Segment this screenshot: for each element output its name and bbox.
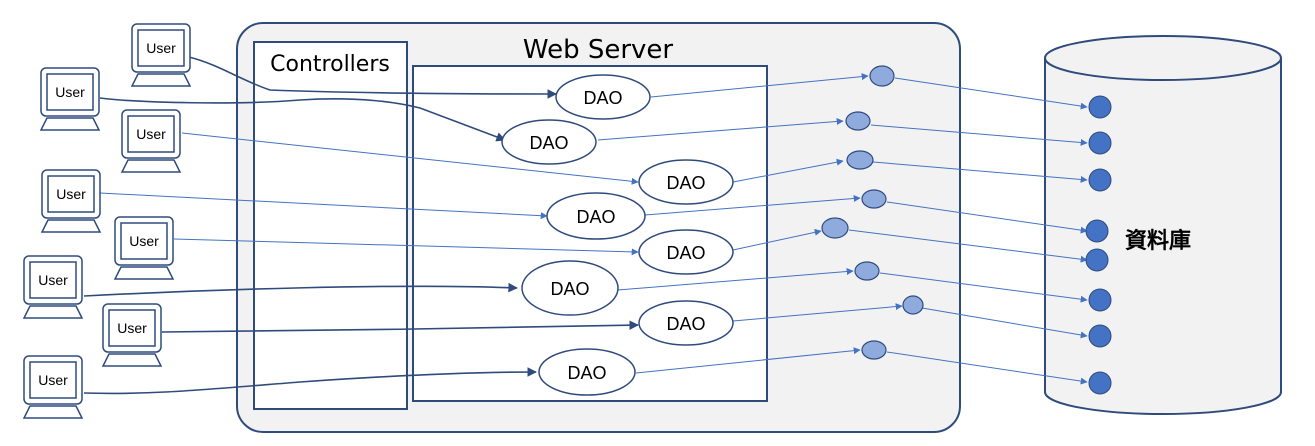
link-dao3-conn3 <box>732 158 844 183</box>
dao-label: DAO <box>576 207 615 227</box>
connector-node <box>845 111 871 131</box>
controllers-label: Controllers <box>270 52 390 77</box>
dao-connector-links <box>597 73 903 374</box>
dao-label: DAO <box>567 363 606 383</box>
dao-node: DAO <box>555 74 651 120</box>
dao-node: DAO <box>638 300 734 346</box>
connector-node <box>869 65 895 87</box>
user-computer-icon: User <box>22 255 84 319</box>
dao-node: DAO <box>638 229 734 275</box>
link-conn4-db4 <box>886 201 1088 234</box>
dao-node: DAO <box>501 119 597 165</box>
user-computer-icon: User <box>22 355 84 419</box>
link-conn6-db6 <box>879 272 1088 303</box>
link-user5-dao5 <box>173 238 639 256</box>
link-dao2-conn2 <box>597 117 844 141</box>
dao-label: DAO <box>666 173 705 193</box>
connector-db-links <box>848 77 1088 385</box>
connector-node <box>861 340 887 360</box>
user-computer-icon: User <box>113 216 175 280</box>
link-conn7-db7 <box>921 307 1088 339</box>
connection-pool <box>821 65 924 360</box>
db-connection-node <box>1088 131 1112 155</box>
dao-nodes: DAO DAO DAO DAO DAO DAO DAO DAO <box>501 74 734 396</box>
user-label: User <box>56 186 86 202</box>
db-connection-node <box>1088 288 1112 312</box>
user-computer-icon: User <box>120 109 182 173</box>
db-connection-node <box>1085 248 1109 272</box>
link-conn5-db5 <box>848 229 1088 263</box>
dao-label: DAO <box>550 279 589 299</box>
user-label: User <box>38 272 68 288</box>
connector-node <box>821 217 849 239</box>
link-user6-dao6 <box>83 282 518 297</box>
db-connection-node <box>1088 168 1112 192</box>
link-conn3-db3 <box>872 161 1088 183</box>
user-label: User <box>55 84 85 100</box>
connector-node <box>902 295 924 315</box>
connector-node <box>846 150 874 170</box>
db-connection-node <box>1088 371 1112 395</box>
user-label: User <box>136 126 166 142</box>
link-dao6-conn6 <box>617 268 854 291</box>
db-connection-node <box>1088 95 1112 119</box>
connector-node <box>861 189 887 209</box>
user-label: User <box>38 372 68 388</box>
link-dao7-conn7 <box>732 303 903 322</box>
user-label: User <box>146 40 176 56</box>
dao-label: DAO <box>583 88 622 108</box>
dao-node: DAO <box>546 192 646 240</box>
user-label: User <box>129 233 159 249</box>
user-computer-icon: User <box>40 169 102 233</box>
database-label: 資料庫 <box>1125 228 1191 253</box>
user-dao-links <box>83 56 639 395</box>
link-dao5-conn5 <box>732 228 822 251</box>
link-conn8-db8 <box>886 351 1088 385</box>
db-connection-node <box>1088 324 1112 348</box>
dao-node: DAO <box>638 159 734 205</box>
link-user8-dao8 <box>83 367 537 395</box>
link-user1-dao1 <box>188 56 557 99</box>
db-connections <box>1085 95 1112 395</box>
connector-node <box>854 261 880 281</box>
link-conn2-db2 <box>870 124 1088 146</box>
link-user2-dao2 <box>99 97 506 142</box>
web-server-title: Web Server <box>523 35 674 65</box>
user-computer-icon: User <box>39 67 101 131</box>
link-dao4-conn4 <box>644 195 861 216</box>
database-cylinder <box>1044 35 1282 415</box>
users: User User User User User <box>22 23 192 419</box>
dao-label: DAO <box>666 314 705 334</box>
user-computer-icon: User <box>130 23 192 87</box>
dao-node: DAO <box>521 260 619 316</box>
user-label: User <box>117 320 147 336</box>
link-dao1-conn1 <box>650 73 869 98</box>
link-conn1-db1 <box>894 77 1088 110</box>
user-computer-icon: User <box>101 303 163 367</box>
dao-label: DAO <box>529 133 568 153</box>
link-user3-dao3 <box>181 132 639 185</box>
dao-label: DAO <box>666 243 705 263</box>
dao-node: DAO <box>538 348 636 396</box>
db-connection-node <box>1085 219 1109 243</box>
link-dao8-conn8 <box>635 347 861 374</box>
controllers-box <box>253 41 408 410</box>
link-user4-dao4 <box>99 192 548 220</box>
link-user7-dao7 <box>161 320 639 333</box>
